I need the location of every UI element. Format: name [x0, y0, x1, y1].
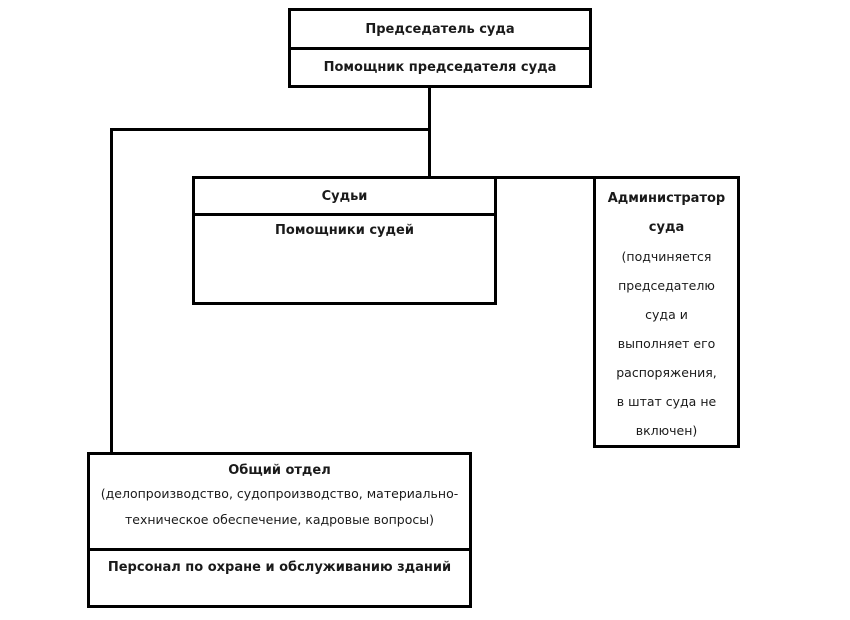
general-department-title: Общий отдел	[228, 463, 331, 478]
administrator-title: Администратор суда	[607, 191, 726, 235]
general-department-section: Общий отдел (делопроизводство, судопроиз…	[90, 455, 469, 548]
judges-label: Судьи	[321, 188, 368, 204]
chairman-label: Председатель суда	[365, 21, 515, 37]
judges-assistants-label: Помощники судей	[195, 213, 494, 302]
administrator-note-line: включен)	[635, 423, 698, 438]
administrator-note-line: выполняет его	[617, 336, 716, 351]
general-department-note-line: техническое обеспечение, кадровые вопрос…	[125, 512, 434, 527]
connector-chairman-to-judges	[428, 86, 431, 179]
maintenance-staff-label: Персонал по охране и обслуживанию зданий	[90, 548, 469, 605]
box-general-department: Общий отдел (делопроизводство, судопроиз…	[87, 452, 472, 608]
administrator-note-line: распоряжения,	[616, 365, 717, 380]
chairman-assistant-label: Помощник председателя суда	[291, 47, 589, 85]
box-chairman: Председатель суда Помощник председателя …	[288, 8, 592, 88]
box-administrator: Администратор суда (подчиняется председа…	[593, 176, 740, 448]
box-judges: Судьи Помощники судей	[192, 176, 497, 305]
administrator-note-line: суда и	[645, 307, 688, 322]
administrator-note-line: (подчиняется	[621, 249, 712, 264]
administrator-note-line: председателю	[618, 278, 715, 293]
general-department-note-line: (делопроизводство, судопроизводство, мат…	[100, 486, 459, 501]
connector-judges-to-admin	[495, 176, 595, 179]
connector-branch-horizontal	[110, 128, 431, 131]
connector-branch-to-general	[110, 128, 113, 454]
administrator-note-line: в штат суда не	[616, 394, 717, 409]
